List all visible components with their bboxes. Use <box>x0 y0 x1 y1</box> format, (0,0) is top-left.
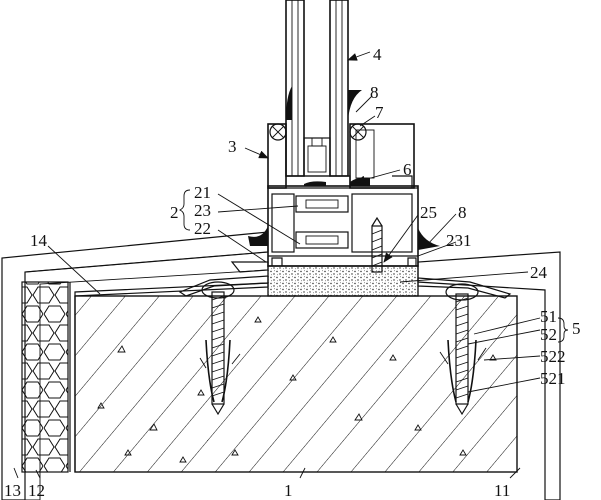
label-8-top: 8 <box>370 83 379 102</box>
concrete-wall <box>74 295 518 473</box>
leader-lines <box>13 51 541 479</box>
glass-panes <box>285 0 349 177</box>
label-21: 21 <box>194 183 211 202</box>
label-1: 1 <box>284 481 293 500</box>
label-3: 3 <box>228 137 237 156</box>
label-522: 522 <box>540 347 566 366</box>
label-23: 23 <box>194 201 211 220</box>
label-5: 5 <box>572 319 581 338</box>
hexagon-insulation-block <box>21 281 76 473</box>
window-frame-profile <box>267 123 419 267</box>
label-51: 51 <box>540 307 557 326</box>
label-13: 13 <box>4 481 21 500</box>
label-24: 24 <box>530 263 548 282</box>
mounting-bracket-right <box>417 277 512 299</box>
frame-fixing-screw <box>371 216 383 273</box>
reference-labels: 4 8 7 3 6 2 21 23 22 25 8 231 24 14 51 5… <box>4 45 581 500</box>
label-11: 11 <box>494 481 510 500</box>
label-7: 7 <box>375 103 384 122</box>
label-8-right: 8 <box>458 203 467 222</box>
label-25: 25 <box>420 203 437 222</box>
label-braces <box>178 189 569 343</box>
label-521: 521 <box>540 369 566 388</box>
expansion-screw-right <box>439 283 487 416</box>
expansion-screw-left <box>199 281 241 416</box>
mounting-bracket-left <box>178 261 269 297</box>
label-2: 2 <box>170 203 179 222</box>
label-22: 22 <box>194 219 211 238</box>
label-4: 4 <box>373 45 382 64</box>
label-12: 12 <box>28 481 45 500</box>
label-52: 52 <box>540 325 557 344</box>
mortar-bed <box>267 265 419 297</box>
label-231: 231 <box>446 231 472 250</box>
label-6: 6 <box>403 160 412 179</box>
label-14: 14 <box>30 231 48 250</box>
